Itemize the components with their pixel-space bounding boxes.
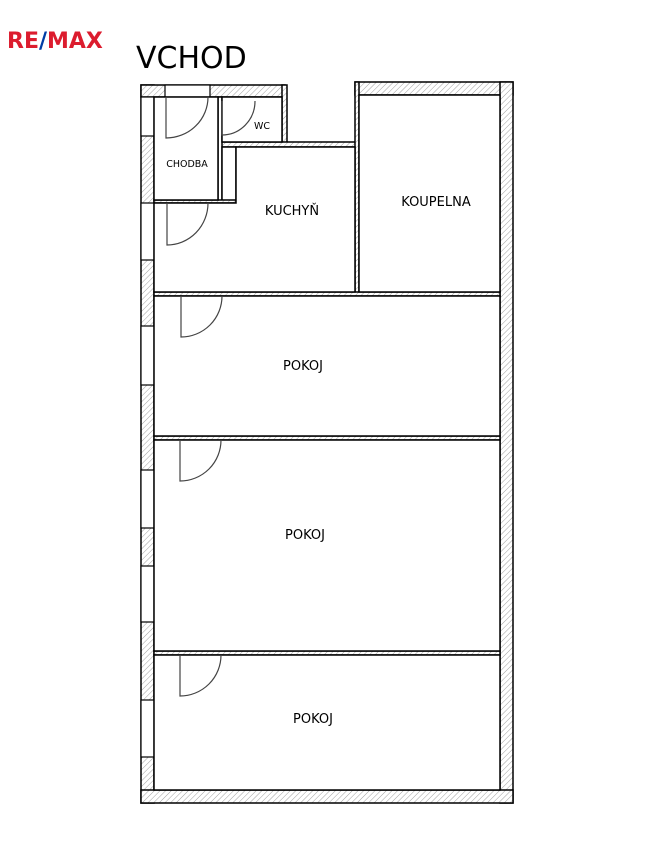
room-pokoj-1 [153,295,501,437]
door-chodba-icon [165,96,209,139]
label-kuchyn: KUCHYŇ [265,203,319,219]
entrance-title: VCHOD [136,41,247,76]
room-koupelna [358,94,501,293]
room-chodba [153,96,219,201]
door-pokoj-1-icon [180,295,223,338]
door-kuchyn-icon [166,202,209,246]
door-pokoj-2-icon [179,439,222,482]
windows [140,84,211,758]
label-koupelna: KOUPELNA [401,195,471,210]
room-pokoj-3 [153,654,501,791]
room-kuchyn [153,146,356,293]
entrance-opening [164,84,211,98]
room-wc [221,96,283,143]
door-wc-icon [221,100,256,136]
label-pokoj-2: POKOJ [285,528,325,543]
label-chodba: CHODBA [166,159,208,170]
label-pokoj-3: POKOJ [293,712,333,727]
room-pokoj-2 [153,439,501,652]
label-wc: WC [254,121,270,132]
label-pokoj-1: POKOJ [283,359,323,374]
remax-logo: RE/MAX [7,29,103,54]
door-pokoj-3-icon [179,654,222,697]
